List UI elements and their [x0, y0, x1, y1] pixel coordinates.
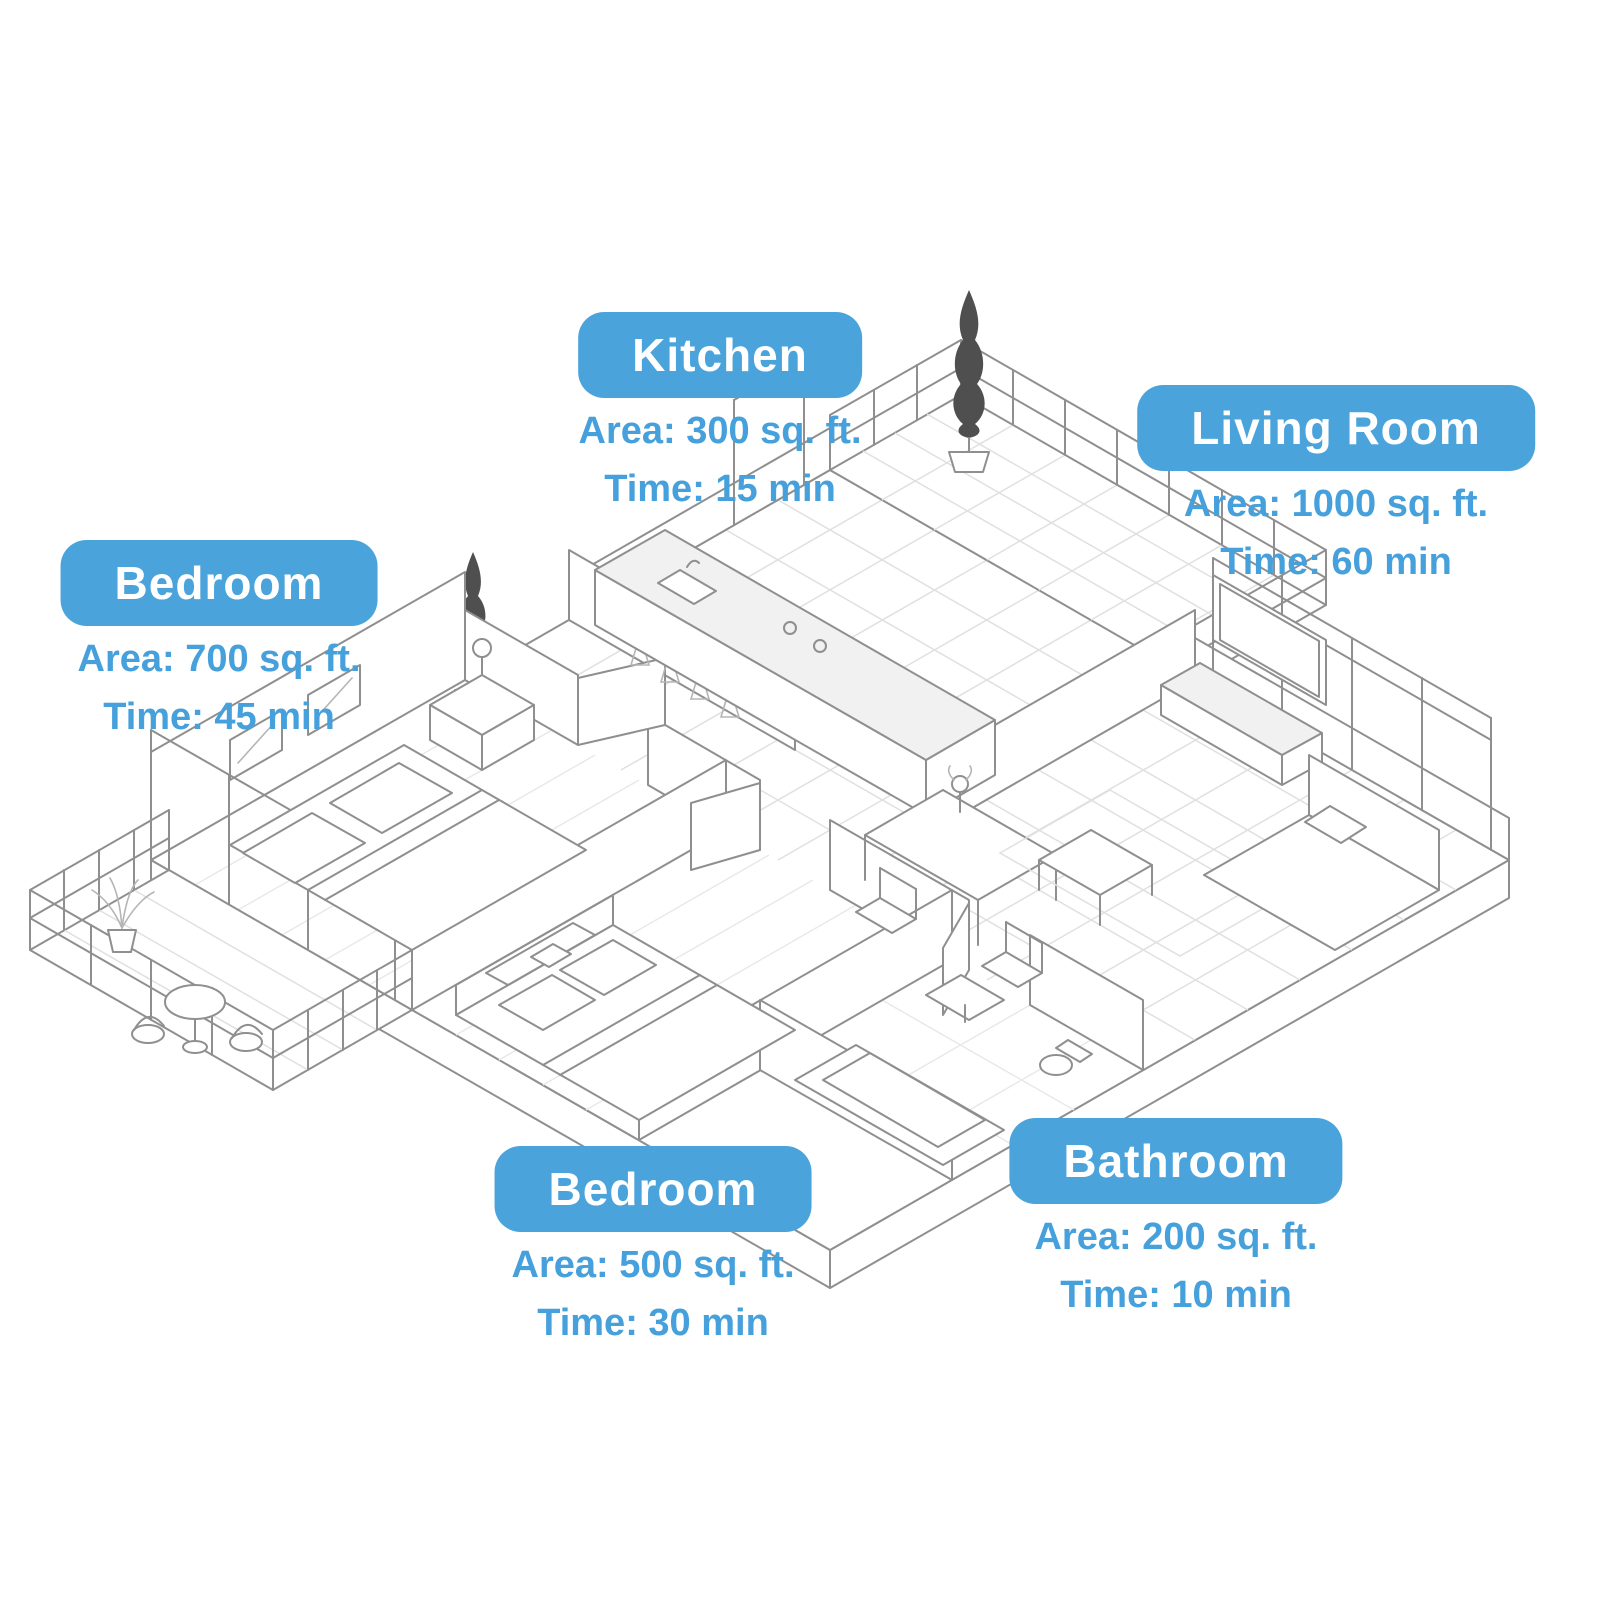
- room-area-text: Area: 1000 sq. ft.: [1183, 483, 1489, 525]
- room-label-bedroom-lower: Bedroom Area: 500 sq. ft. Time: 30 min: [494, 1146, 812, 1348]
- room-name-badge: Kitchen: [578, 312, 862, 398]
- room-label-bathroom: Bathroom Area: 200 sq. ft. Time: 10 min: [1009, 1118, 1343, 1320]
- toilet: [1039, 1039, 1093, 1076]
- room-area-text: Area: 700 sq. ft.: [77, 638, 361, 680]
- coffee-table: [1038, 829, 1153, 926]
- bathtub: [794, 1044, 1005, 1166]
- dining-table: [855, 765, 1057, 988]
- desk: [485, 922, 596, 986]
- open-door: [577, 657, 970, 1016]
- room-area-text: Area: 500 sq. ft.: [511, 1244, 795, 1286]
- tv-stand: [1160, 662, 1323, 786]
- balcony: [29, 869, 413, 1091]
- balcony-railing: [29, 809, 413, 1091]
- room-time-text: Time: 60 min: [1220, 541, 1452, 584]
- room-area-text: Area: 300 sq. ft.: [578, 410, 862, 452]
- room-time-text: Time: 45 min: [103, 696, 335, 739]
- room-label-bedroom-left: Bedroom Area: 700 sq. ft. Time: 45 min: [60, 540, 378, 742]
- room-name-badge: Bedroom: [494, 1146, 812, 1232]
- room-name-badge: Bathroom: [1009, 1118, 1343, 1204]
- balcony-bistro-set: [131, 984, 263, 1054]
- room-label-kitchen: Kitchen Area: 300 sq. ft. Time: 15 min: [578, 312, 862, 514]
- tv-screen: [1212, 574, 1327, 706]
- nightstand-lamp: [429, 638, 535, 771]
- room-time-text: Time: 30 min: [537, 1302, 769, 1345]
- potted-plant-icon: [91, 877, 155, 953]
- room-name-badge: Living Room: [1137, 385, 1535, 471]
- room-name-badge: Bedroom: [60, 540, 378, 626]
- bathroom-sink: [925, 974, 1005, 1023]
- room-time-text: Time: 10 min: [1060, 1274, 1292, 1317]
- area-rug: [998, 789, 1292, 957]
- room-time-text: Time: 15 min: [604, 468, 836, 511]
- room-area-text: Area: 200 sq. ft.: [1034, 1216, 1318, 1258]
- cypress-tree-icon: [948, 290, 990, 473]
- sofa: [1203, 754, 1440, 951]
- room-label-living-room: Living Room Area: 1000 sq. ft. Time: 60 …: [1137, 385, 1535, 587]
